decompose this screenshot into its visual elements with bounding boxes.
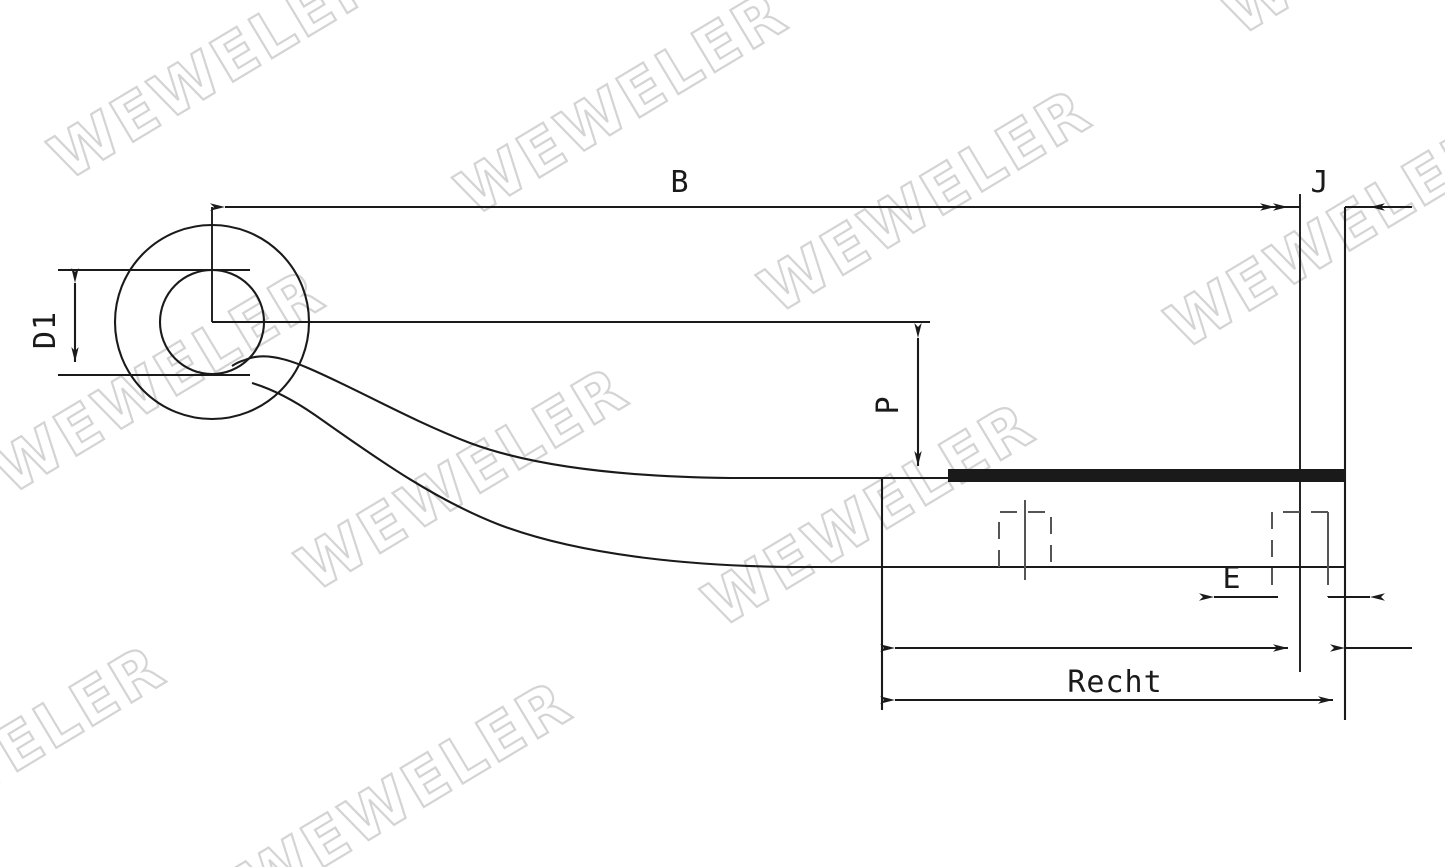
watermark-text: WEWELER [443, 0, 800, 230]
end-bolt-hole-outline [1271, 511, 1329, 585]
blade-top-thick-bar [948, 469, 1345, 482]
dimension-labels: B J D1 P E Recht [28, 165, 1329, 700]
part-geometry [58, 194, 1347, 720]
dimension-label-E: E [1222, 561, 1241, 596]
watermark-text: WEWELER [228, 665, 585, 867]
dimension-label-P: P [871, 395, 906, 414]
watermark-text: WEWELER [747, 73, 1104, 327]
blade-lower-profile [251, 381, 1345, 569]
dimension-label-J: J [1310, 165, 1329, 200]
center-bolt-hole [998, 500, 1052, 580]
eye-wrap-upper-tie [231, 358, 246, 367]
dimension-label-D1: D1 [28, 311, 63, 349]
dimension-label-B: B [670, 165, 689, 200]
watermark-text: WEWELER [0, 630, 178, 867]
watermark-text: WEWELER [37, 0, 394, 194]
watermark-text: WEWELER [691, 387, 1048, 641]
dimension-label-Recht: Recht [1067, 665, 1162, 700]
watermark-text: WEWELER [1210, 0, 1445, 50]
blade-upper-profile [244, 355, 1345, 480]
dimension-annotations [71, 203, 1412, 704]
end-bolt-hole [1271, 511, 1329, 585]
watermark-text: WEWELER [284, 352, 641, 606]
